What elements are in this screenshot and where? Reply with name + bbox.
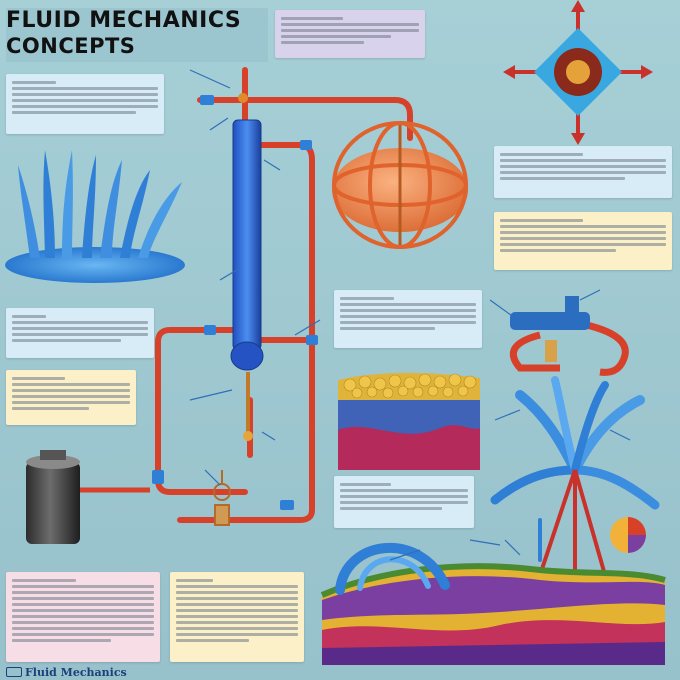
book-icon [6, 667, 22, 677]
panel-left-1 [6, 74, 164, 134]
panel-bottom-left [6, 572, 160, 662]
pressure-tank [26, 450, 150, 544]
arc-pipes [335, 518, 542, 595]
pipe-fittings [152, 95, 318, 510]
annotation-arrows [189, 69, 631, 561]
valve-assembly [213, 470, 231, 526]
vertical-tube [230, 93, 264, 441]
pie-gauge [610, 517, 646, 553]
footer-brand: Fluid Mechanics [6, 666, 127, 680]
footer-text: Fluid Mechanics [25, 666, 127, 679]
title-block: FLUID MECHANICS CONCEPTS [6, 8, 268, 62]
title-line-1: FLUID MECHANICS [6, 8, 242, 33]
title-line-2: CONCEPTS [6, 34, 136, 58]
panel-left-2 [6, 308, 154, 358]
panel-center-2 [334, 476, 474, 528]
water-splash [5, 150, 185, 283]
panel-right-2 [494, 212, 672, 270]
sediment-block [338, 372, 480, 470]
nozzle-with-loop [509, 296, 629, 376]
panel-top-center [275, 10, 425, 58]
panel-bottom-center [170, 572, 304, 662]
tripod-stand [538, 469, 607, 580]
orange-sphere-frame [332, 121, 468, 249]
turbine-wheel [503, 0, 653, 145]
panel-left-3 [6, 370, 136, 425]
panel-center-1 [334, 290, 482, 348]
panel-right-1 [494, 146, 672, 198]
vortex-arms [490, 376, 660, 510]
terrain-cross-section [320, 563, 666, 665]
